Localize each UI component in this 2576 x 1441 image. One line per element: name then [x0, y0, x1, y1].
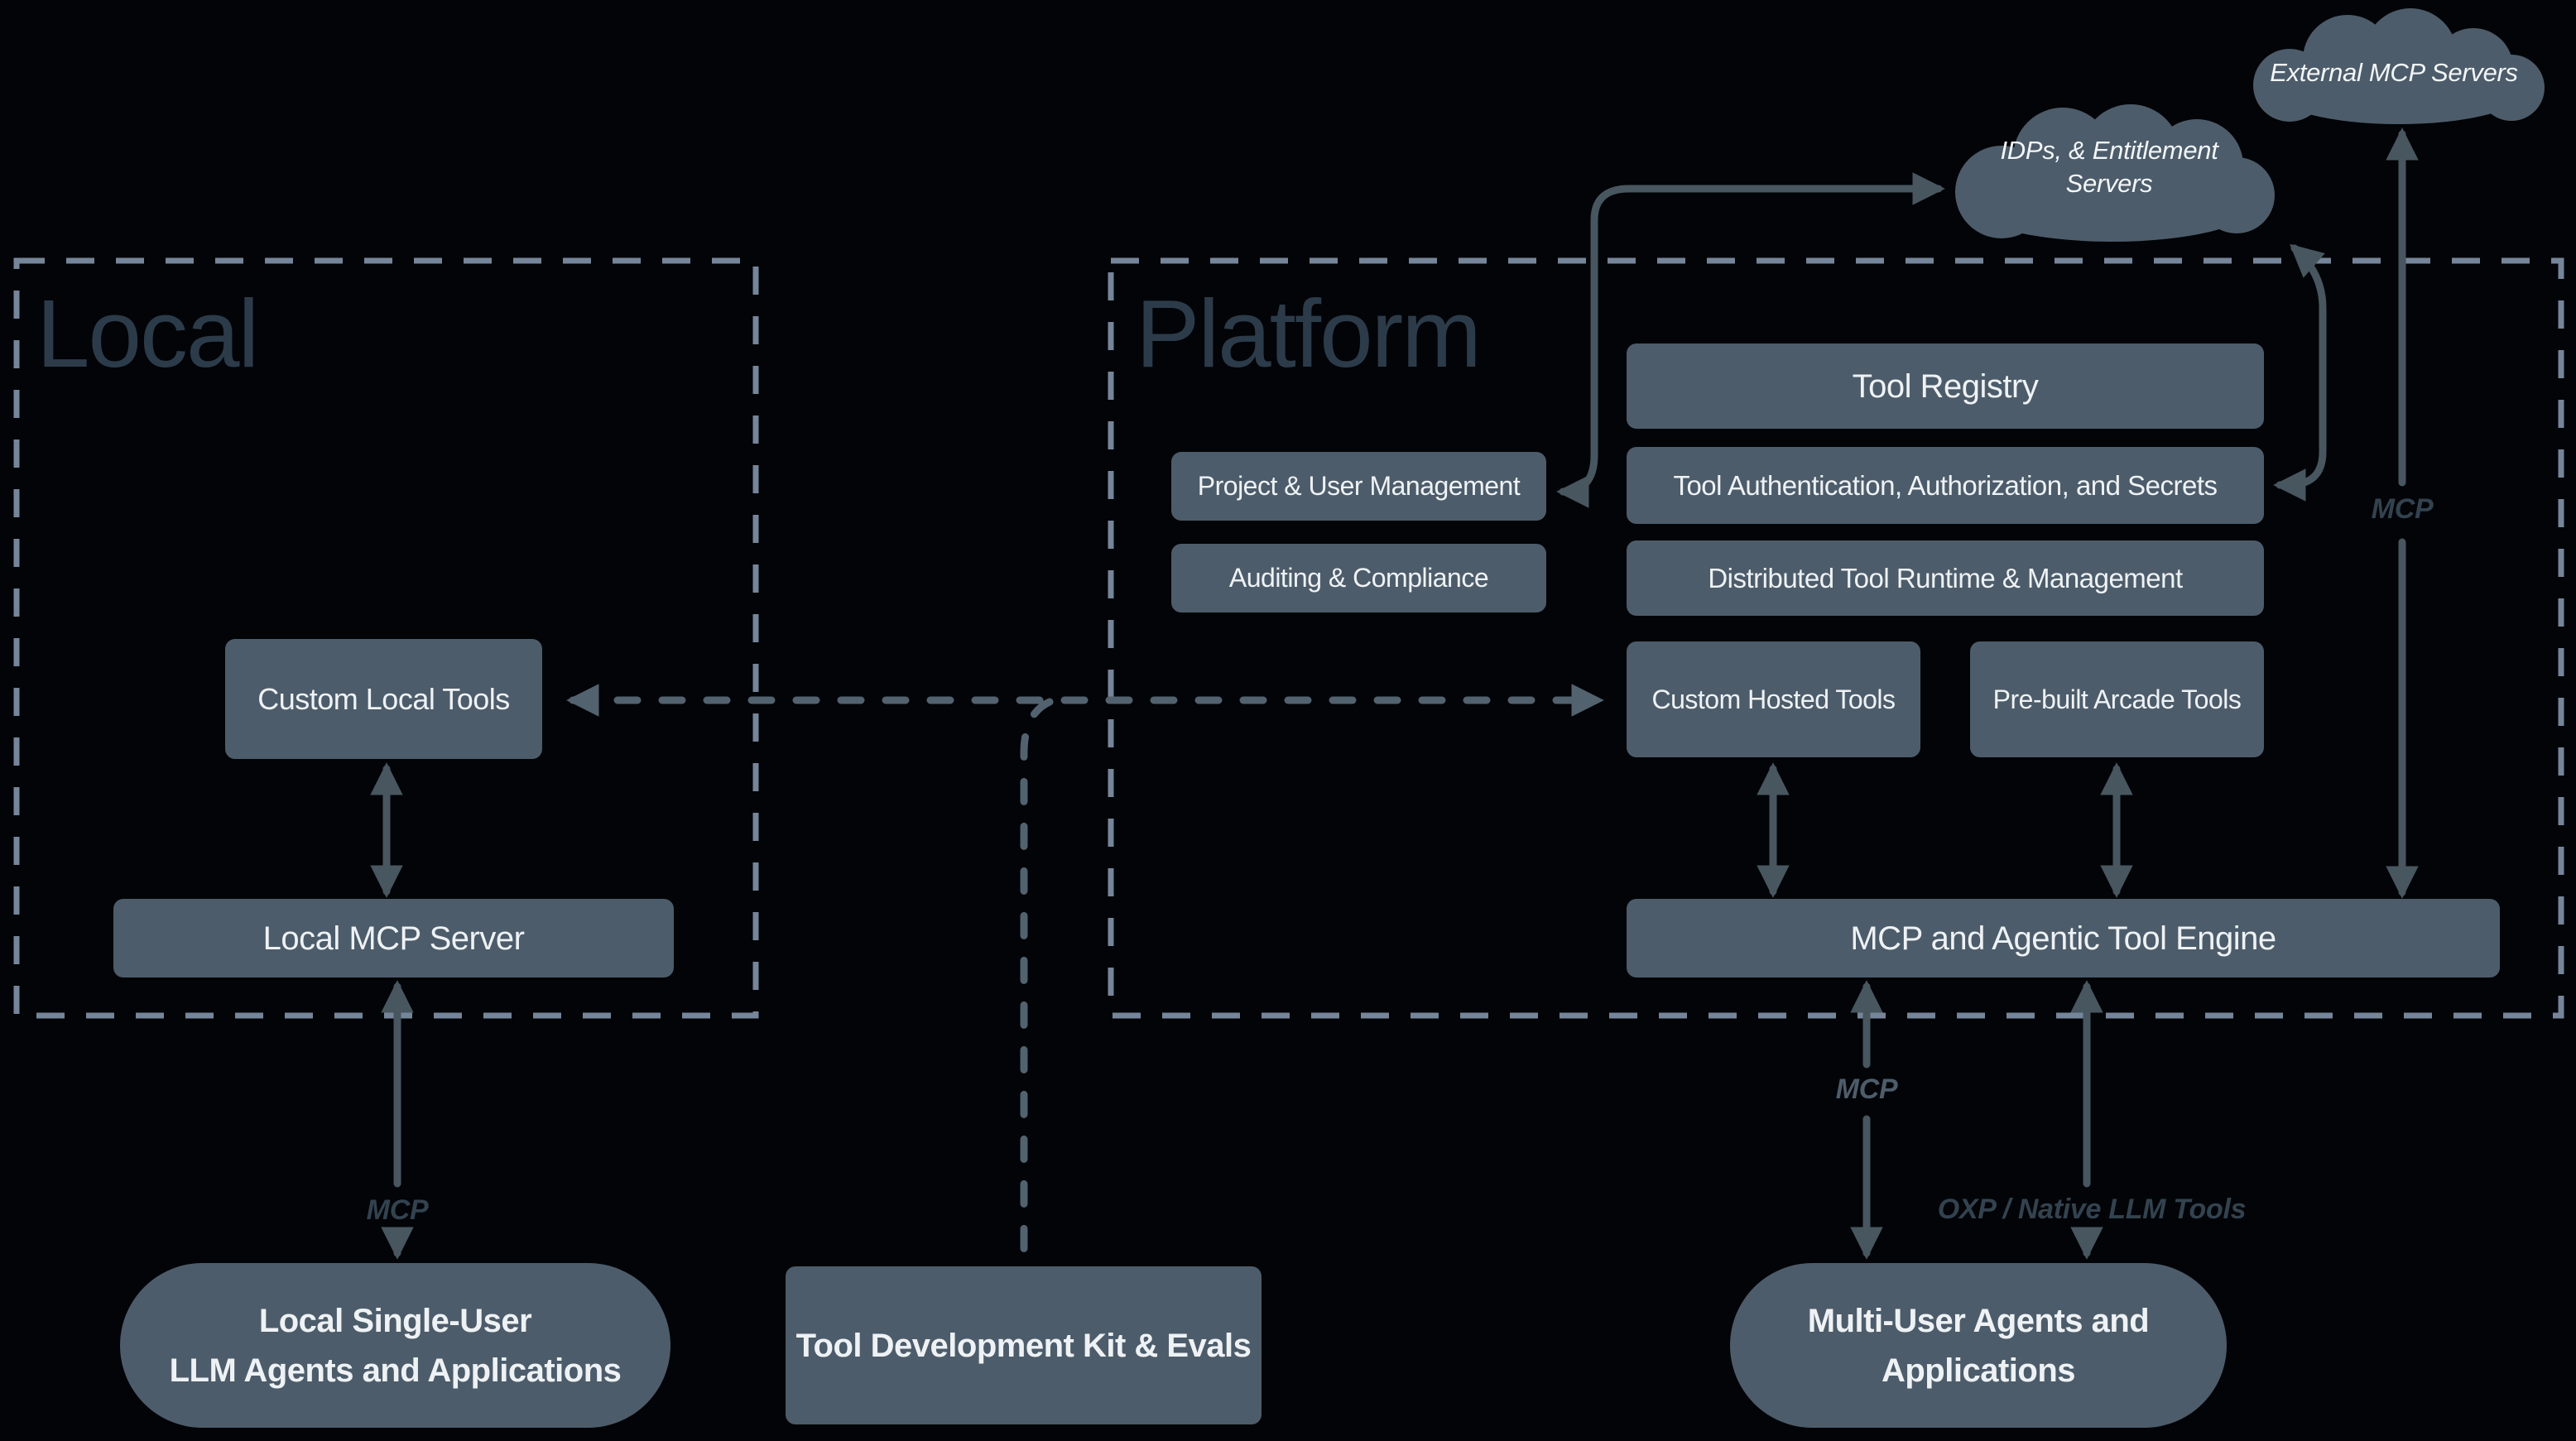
idp-cloud-label-line1: IDPs, & Entitlement [2000, 136, 2218, 165]
node-local-single-user-agents: Local Single-User LLM Agents and Applica… [120, 1263, 670, 1428]
platform-region-border [1108, 257, 2564, 1019]
node-mcp-agentic-tool-engine: MCP and Agentic Tool Engine [1627, 899, 2500, 977]
multi-user-agents-line2: Applications [1881, 1352, 2076, 1389]
node-multi-user-agents: Multi-User Agents and Applications [1730, 1263, 2227, 1428]
node-tool-registry: Tool Registry [1627, 343, 2264, 429]
edge-label-oxp: OXP / Native LLM Tools [1937, 1194, 2247, 1225]
edge-label-external-mcp: MCP [2371, 493, 2434, 525]
dashed-branch-tool-dev-kit [1020, 698, 1054, 1262]
external-mcp-cloud-shape [2253, 8, 2545, 124]
arrow-idp-cloud-tool-auth [2273, 243, 2327, 502]
arrow-project-mgmt-idp-cloud [1556, 172, 1945, 508]
dashed-arrows [566, 684, 1604, 1262]
external-mcp-cloud-label: External MCP Servers [2270, 58, 2518, 87]
node-tool-auth: Tool Authentication, Authorization, and … [1627, 447, 2264, 524]
node-prebuilt-arcade-tools: Pre-built Arcade Tools [1970, 641, 2264, 757]
edge-label-local-mcp: MCP [366, 1194, 429, 1226]
node-auditing-compliance: Auditing & Compliance [1171, 544, 1546, 612]
node-tool-dev-kit: Tool Development Kit & Evals [786, 1266, 1262, 1424]
node-local-mcp-server: Local MCP Server [113, 899, 674, 977]
platform-region-title: Platform [1136, 280, 1482, 387]
node-distributed-runtime: Distributed Tool Runtime & Management [1627, 540, 2264, 616]
node-custom-local-tools: Custom Local Tools [225, 639, 542, 759]
local-region-border [13, 257, 759, 1019]
local-agents-line1: Local Single-User [258, 1302, 532, 1339]
edge-label-engine-mcp: MCP [1835, 1074, 1898, 1105]
local-region-title: Local [36, 280, 259, 387]
local-agents-line2: LLM Agents and Applications [169, 1352, 622, 1389]
solid-arrows [370, 127, 2419, 1260]
idp-cloud-label: IDPs, & Entitlement Servers [1968, 134, 2250, 200]
idp-cloud-label-line2: Servers [2065, 169, 2153, 198]
multi-user-agents-line1: Multi-User Agents and [1807, 1302, 2150, 1339]
node-custom-hosted-tools: Custom Hosted Tools [1627, 641, 1920, 757]
node-project-user-management: Project & User Management [1171, 452, 1546, 521]
idp-cloud-shape [1955, 104, 2275, 242]
